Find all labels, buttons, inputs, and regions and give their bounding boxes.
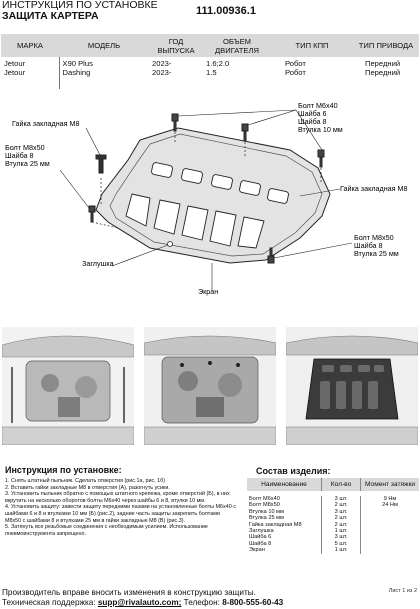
- guard-plate: [95, 127, 331, 264]
- document-title: ИНСТРУКЦИЯ ПО УСТАНОВКЕ ЗАЩИТА КАРТЕРА: [2, 0, 158, 22]
- bolts-top: [171, 113, 325, 184]
- year-2: 2023-: [152, 68, 172, 77]
- col-header-model: МОДЕЛЬ: [59, 34, 149, 57]
- instructions-title: Инструкция по установке:: [5, 465, 122, 475]
- gearbox-2: Робот: [285, 68, 306, 77]
- instruction-step: 3. Установить пыльник обратно с помощью …: [5, 491, 230, 504]
- guard-drawing: Гайка закладная М8 Болт М8х50 Шайба 8 Вт…: [5, 101, 408, 296]
- cell-gearbox: Робот Робот: [271, 57, 353, 89]
- title-line-1: ИНСТРУКЦИЯ ПО УСТАНОВКЕ: [2, 0, 158, 11]
- upper-slots: [151, 162, 289, 204]
- cell-engine: 1.6;2.0 1.5: [203, 57, 271, 89]
- title-line-2: ЗАЩИТА КАРТЕРА: [2, 10, 99, 22]
- footer-support: Техническая поддержка: supp@rivalauto.co…: [2, 598, 283, 607]
- instruction-step: 4. Установить защиту: завести защиту пер…: [5, 504, 236, 524]
- components-table: Наименование Кол-во Момент затяжки Болт …: [247, 478, 419, 554]
- drive-1: Передний: [365, 59, 401, 68]
- label-bolt-left-3: Втулка 25 мм: [5, 159, 50, 168]
- support-email-link[interactable]: supp@rivalauto.com;: [97, 598, 182, 607]
- bolt-left: [88, 205, 119, 229]
- label-nut-right: Гайка закладная М8: [340, 184, 408, 193]
- col-header-year: ГОД ВЫПУСКА: [149, 34, 203, 57]
- col-header-engine: ОБЪЕМ ДВИГАТЕЛЯ: [203, 34, 271, 57]
- components-title: Состав изделия:: [256, 466, 331, 476]
- plug-mark: [167, 241, 173, 247]
- assembly-diagram: Гайка закладная М8 Болт М8х50 Шайба 8 Вт…: [0, 98, 420, 323]
- label-bolt-top-3: Шайба 8: [298, 117, 327, 126]
- model-1: X90 Plus: [62, 59, 93, 68]
- label-plug: Заглушка: [82, 259, 114, 268]
- photo-original-underbody: [1, 327, 135, 446]
- drive-2: Передний: [365, 68, 401, 77]
- bolt-right: [267, 247, 275, 264]
- col-header-qty: Кол-во: [321, 478, 361, 491]
- vehicle-table-header: МАРКА МОДЕЛЬ ГОД ВЫПУСКА ОБЪЕМ ДВИГАТЕЛЯ…: [1, 34, 419, 57]
- label-bolt-left-1: Болт М8х50: [5, 143, 45, 152]
- label-bolt-left-2: Шайба 8: [5, 151, 34, 160]
- support-label: Техническая поддержка:: [2, 598, 96, 607]
- label-nut-left: Гайка закладная М8: [12, 119, 80, 128]
- make-2: Jetour: [4, 68, 26, 77]
- col-header-torque: Момент затяжки: [360, 478, 419, 491]
- table-row: Jetour Jetour X90 Plus Dashing 2023- 202…: [1, 57, 419, 89]
- engine-1: 1.6;2.0: [206, 59, 230, 68]
- photo-bolts-installed: [143, 327, 277, 446]
- label-bolt-right-1: Болт М8х50: [354, 233, 394, 242]
- label-guard: Экран: [198, 287, 218, 296]
- label-bolt-top-2: Шайба 6: [298, 109, 327, 118]
- lower-ribs: [125, 193, 265, 249]
- instruction-step: 1. Снять штатный пыльник. Сделать отверс…: [5, 478, 166, 484]
- cell-model: X90 Plus Dashing: [58, 57, 149, 89]
- col-header-gearbox: ТИП КПП: [271, 34, 353, 57]
- page-indicator: Лист 1 из 2: [388, 588, 417, 594]
- engine-2: 1.5: [206, 68, 217, 77]
- gearbox-1: Робот: [285, 59, 306, 68]
- nut-left: [95, 154, 107, 206]
- col-header-drive: ТИП ПРИВОДА: [353, 34, 419, 57]
- leader-lines: [59, 109, 353, 290]
- instruction-step: 2. Вставить гайки закладные М8 в отверст…: [5, 484, 170, 491]
- components-header: Наименование Кол-во Момент затяжки: [247, 478, 419, 491]
- cell-drive: Передний Передний: [353, 57, 419, 89]
- label-bolt-top-1: Болт М6х40: [298, 101, 338, 110]
- phone-label: Телефон:: [183, 598, 220, 607]
- year-1: 2023-: [152, 59, 172, 68]
- instruction-step: 5. Затянуть все резьбовые соединения с н…: [5, 524, 208, 537]
- vehicle-table: МАРКА МОДЕЛЬ ГОД ВЫПУСКА ОБЪЕМ ДВИГАТЕЛЯ…: [1, 34, 419, 89]
- make-1: Jetour: [4, 59, 26, 68]
- label-bolt-right-2: Шайба 8: [354, 241, 383, 250]
- label-bolt-right-3: Втулка 25 мм: [354, 249, 399, 258]
- label-bolt-top-4: Втулка 10 мм: [298, 125, 343, 134]
- model-2: Dashing: [62, 68, 91, 77]
- col-header-name: Наименование: [247, 478, 322, 491]
- footer-disclaimer: Производитель вправе вносить изменения в…: [2, 588, 256, 597]
- photo-guard-installed: [285, 327, 419, 446]
- article-code: 111.00936.1: [196, 5, 256, 17]
- instructions-list: 1. Снять штатный пыльник. Сделать отверс…: [5, 478, 237, 537]
- support-phone[interactable]: 8-800-555-60-43: [222, 598, 284, 607]
- cell-make: Jetour Jetour: [1, 57, 59, 89]
- col-header-make: МАРКА: [1, 34, 59, 57]
- cell-year: 2023- 2023-: [149, 57, 203, 89]
